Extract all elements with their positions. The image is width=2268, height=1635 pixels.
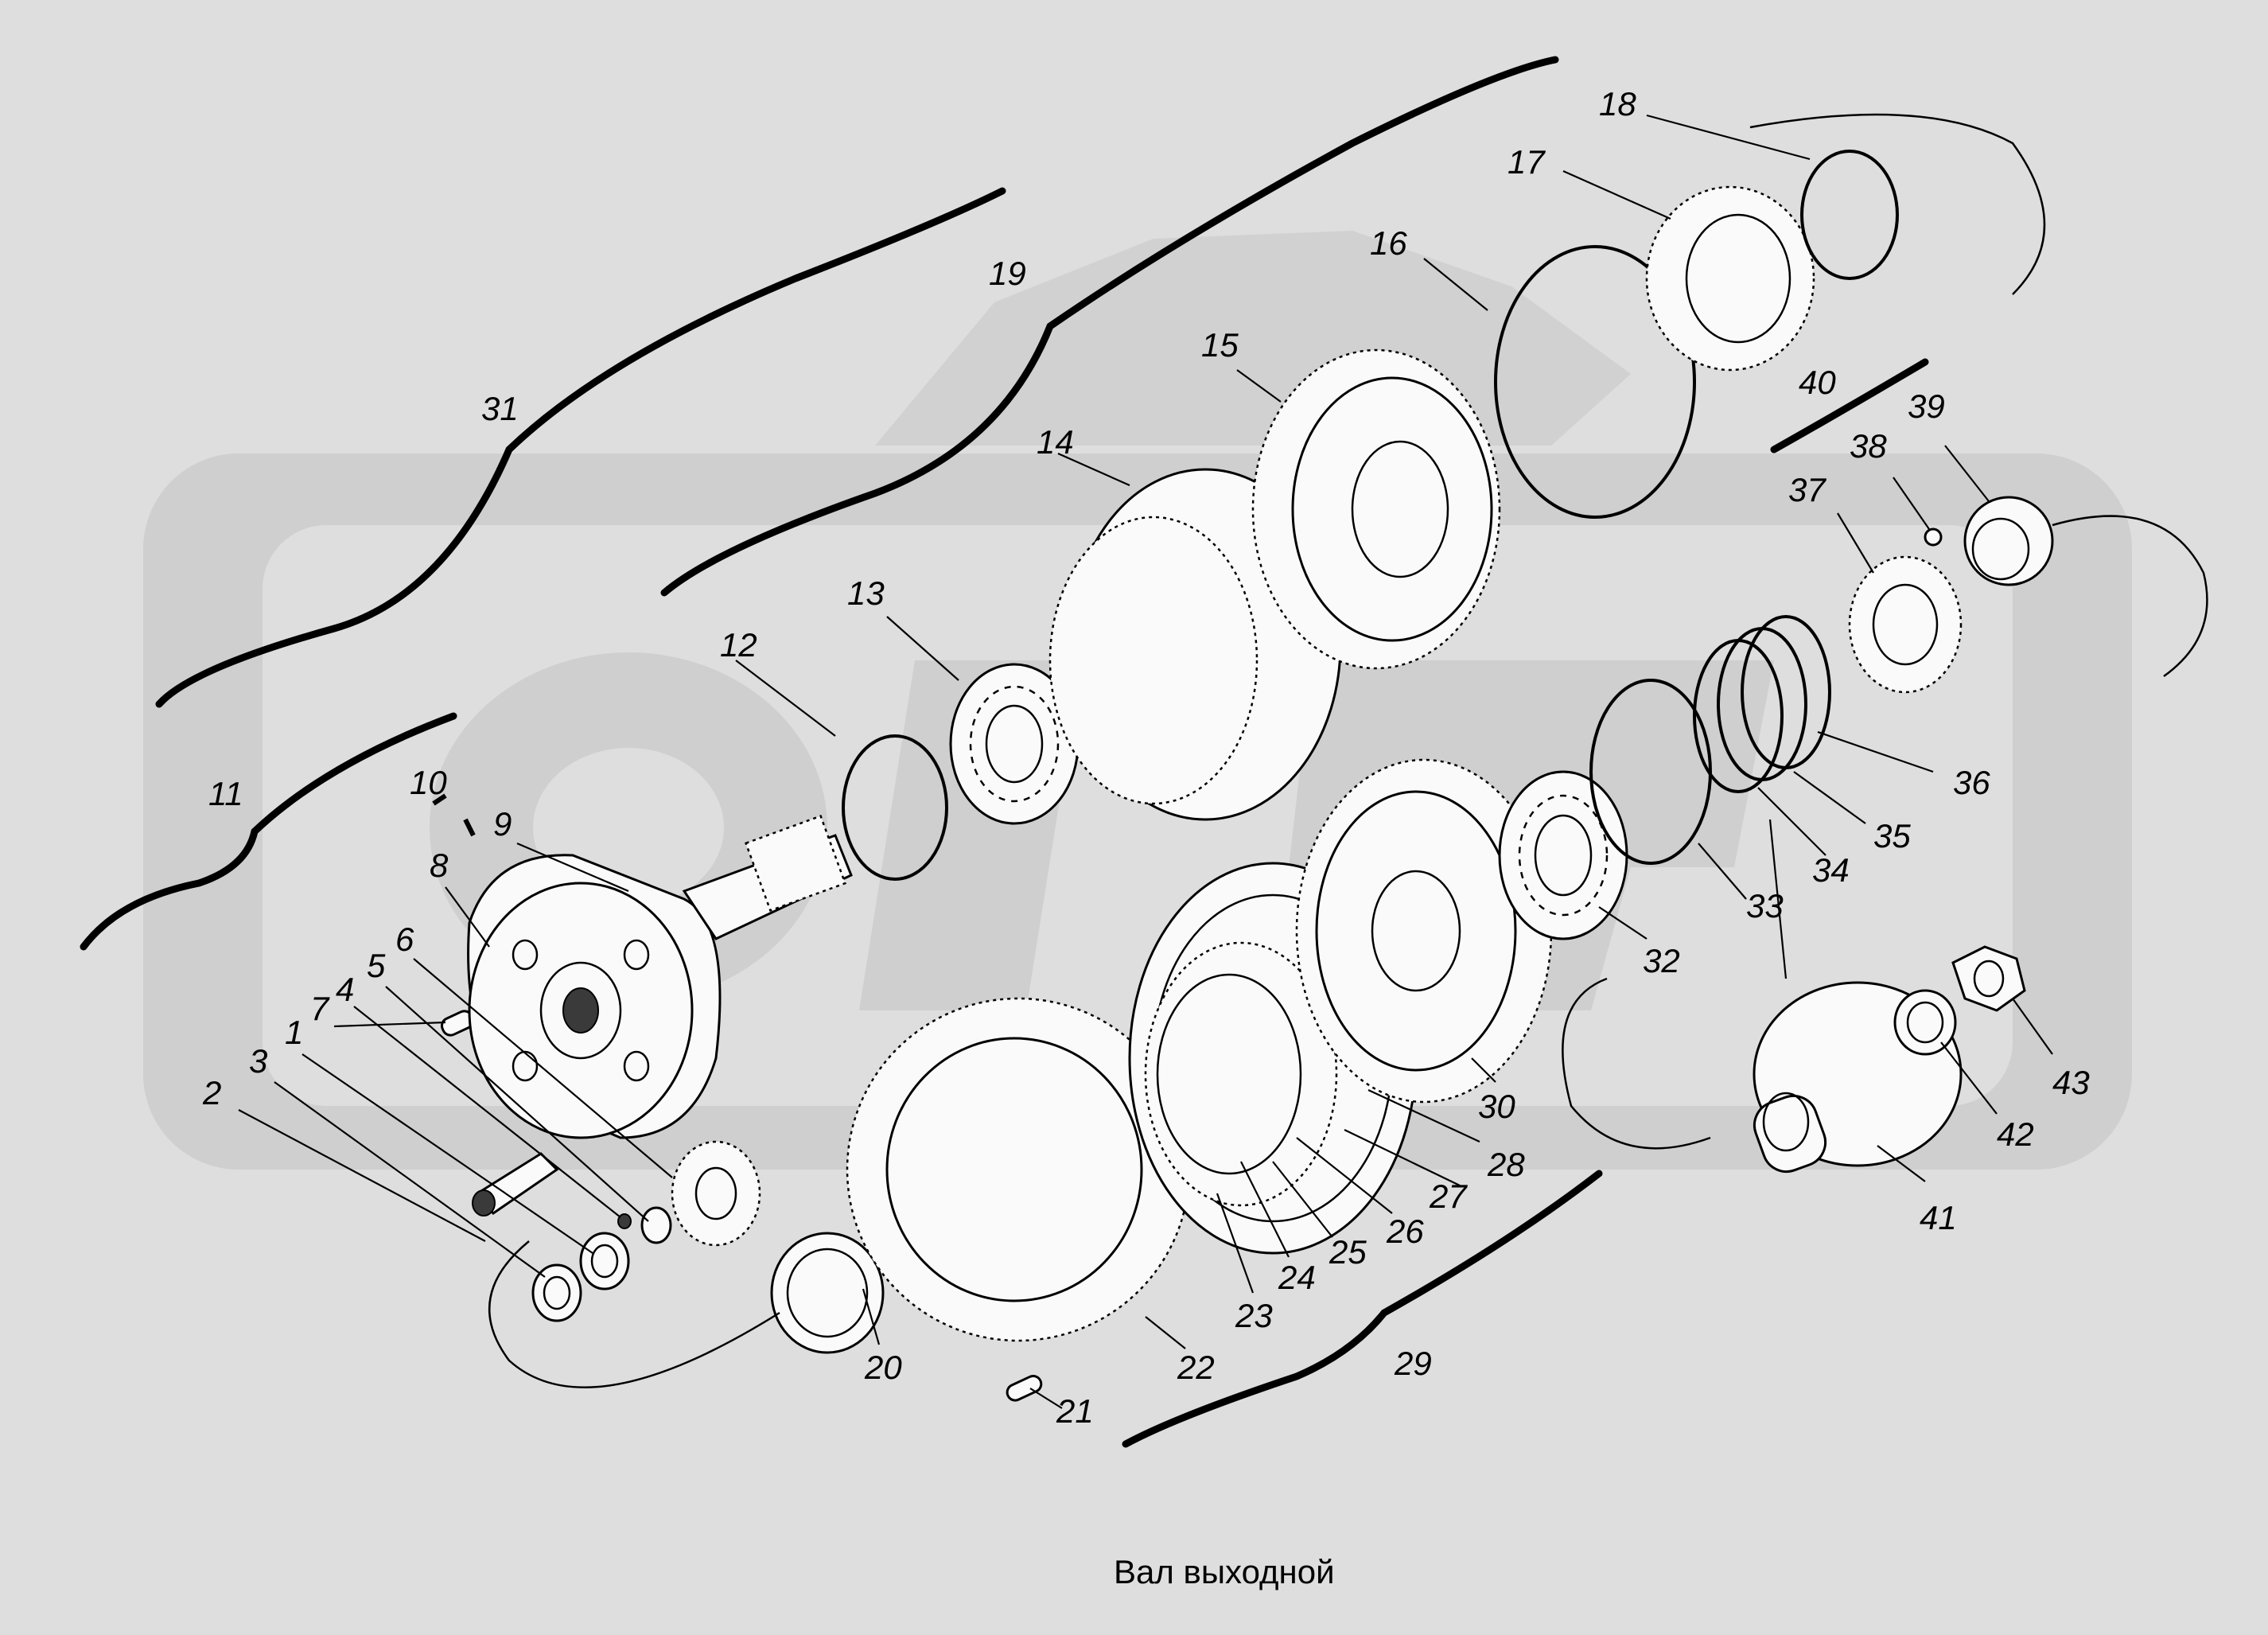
label-31: 31 [481, 390, 519, 427]
arrow-41 [1562, 977, 1711, 1150]
label-3: 3 [249, 1042, 267, 1080]
parts [441, 113, 2208, 1402]
sprocket-37 [1848, 555, 1963, 694]
label-11: 11 [208, 775, 243, 812]
label-12: 12 [720, 626, 757, 664]
label-19: 19 [989, 255, 1026, 292]
washer-2 [531, 1263, 582, 1322]
label-25: 25 [1329, 1233, 1367, 1271]
ball-38 [1924, 527, 1943, 547]
arrow-18 [1749, 113, 2046, 295]
label-30: 30 [1478, 1088, 1515, 1125]
bracket-10 [432, 793, 476, 837]
label-36: 36 [1953, 764, 1990, 801]
label-42: 42 [1997, 1115, 2034, 1153]
label-6: 6 [395, 921, 414, 958]
label-23: 23 [1235, 1297, 1273, 1334]
label-5: 5 [367, 947, 386, 984]
washer-5 [640, 1206, 672, 1244]
ring-39 [1963, 496, 2054, 586]
label-24: 24 [1278, 1259, 1316, 1296]
label-22: 22 [1177, 1349, 1215, 1386]
label-4: 4 [336, 971, 354, 1008]
circlip-18 [1800, 150, 1899, 280]
label-18: 18 [1599, 85, 1636, 123]
label-34: 34 [1812, 851, 1850, 889]
label-38: 38 [1850, 427, 1887, 465]
callout-labels: 1 2 3 4 5 6 7 8 9 10 11 12 13 14 15 16 1… [202, 85, 2090, 1430]
label-21: 21 [1056, 1392, 1094, 1430]
arrow-20 [488, 1240, 780, 1388]
pin-4 [617, 1213, 632, 1229]
label-40: 40 [1799, 364, 1836, 401]
planet-carrier [467, 854, 722, 1139]
snap-ring-16 [1494, 245, 1696, 519]
satellite-gear-6 [671, 1140, 761, 1247]
brace-29 [1122, 1170, 1603, 1448]
label-33: 33 [1746, 887, 1784, 925]
label-26: 26 [1386, 1213, 1424, 1250]
brace-31 [155, 187, 1006, 708]
washer-3 [579, 1232, 630, 1290]
brace-40 [1770, 358, 1929, 454]
washer-42 [1893, 989, 1957, 1056]
seal-ring-36 [1741, 615, 1831, 769]
pin-21 [1006, 1375, 1043, 1402]
assembly-braces [80, 56, 1929, 1448]
label-15: 15 [1201, 326, 1239, 364]
brace-11 [80, 712, 457, 951]
label-8: 8 [430, 847, 449, 884]
label-37: 37 [1788, 471, 1826, 508]
label-7: 7 [310, 990, 330, 1027]
label-2: 2 [202, 1074, 221, 1111]
label-32: 32 [1643, 942, 1680, 979]
label-28: 28 [1487, 1146, 1525, 1183]
label-16: 16 [1370, 224, 1407, 262]
label-29: 29 [1394, 1345, 1432, 1382]
label-35: 35 [1873, 817, 1911, 854]
label-43: 43 [2052, 1064, 2090, 1101]
label-14: 14 [1037, 423, 1074, 461]
diagram-caption: Вал выходной [1114, 1553, 1335, 1590]
gear-17 [1645, 185, 1815, 372]
label-20: 20 [864, 1349, 902, 1386]
leader-lines [238, 114, 2053, 1409]
snap-ring-12 [842, 734, 948, 881]
arrow-39 [2052, 515, 2208, 678]
label-39: 39 [1908, 387, 1945, 425]
label-27: 27 [1429, 1178, 1468, 1215]
label-10: 10 [410, 764, 447, 801]
label-1: 1 [285, 1014, 303, 1051]
label-17: 17 [1507, 143, 1546, 181]
label-41: 41 [1920, 1199, 1957, 1236]
brace-19 [660, 56, 1559, 597]
nut-43 [1951, 945, 2026, 1012]
label-13: 13 [847, 574, 885, 612]
label-9: 9 [493, 805, 512, 843]
